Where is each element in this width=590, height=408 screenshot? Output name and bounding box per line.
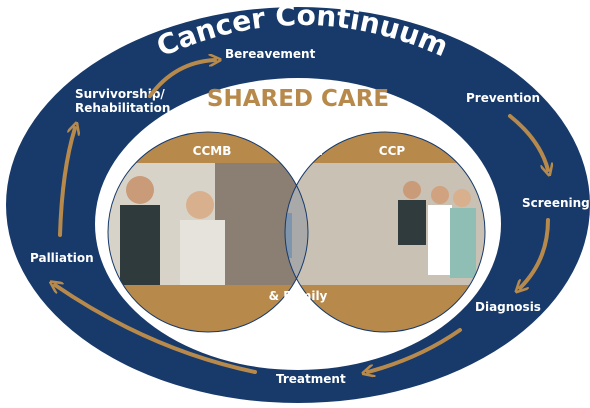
subtitle-text: SHARED CARE bbox=[207, 86, 389, 112]
arrow-survivorship-to-bereavement bbox=[148, 60, 215, 98]
stage-survivorship-line2: Rehabilitation bbox=[75, 101, 170, 115]
stage-prevention: Prevention bbox=[466, 91, 540, 105]
stage-palliation: Palliation bbox=[30, 251, 94, 265]
arrow-prevention-to-screening bbox=[508, 114, 548, 170]
arrow-screening-to-diagnosis bbox=[520, 218, 550, 288]
arrow-palliation-to-survivorship bbox=[58, 128, 75, 237]
arrow-diagnosis-to-treatment bbox=[368, 328, 462, 372]
venn-right-label: CCP bbox=[379, 144, 406, 158]
venn-diagram: CCMB CCP Patient & Family bbox=[107, 131, 486, 333]
arrow-treatment-to-palliation bbox=[55, 285, 257, 374]
venn-center-bottom-label: & Family bbox=[269, 289, 328, 303]
stage-screening: Screening bbox=[522, 196, 590, 210]
stage-treatment: Treatment bbox=[276, 372, 346, 386]
venn-left-label: CCMB bbox=[193, 144, 232, 158]
stage-bereavement: Bereavement bbox=[225, 47, 316, 61]
continuum-arrows bbox=[55, 60, 548, 372]
venn-center-top-label: Patient bbox=[274, 144, 323, 158]
stage-diagnosis: Diagnosis bbox=[475, 300, 541, 314]
stage-survivorship-line1: Survivorship/ bbox=[75, 87, 165, 101]
